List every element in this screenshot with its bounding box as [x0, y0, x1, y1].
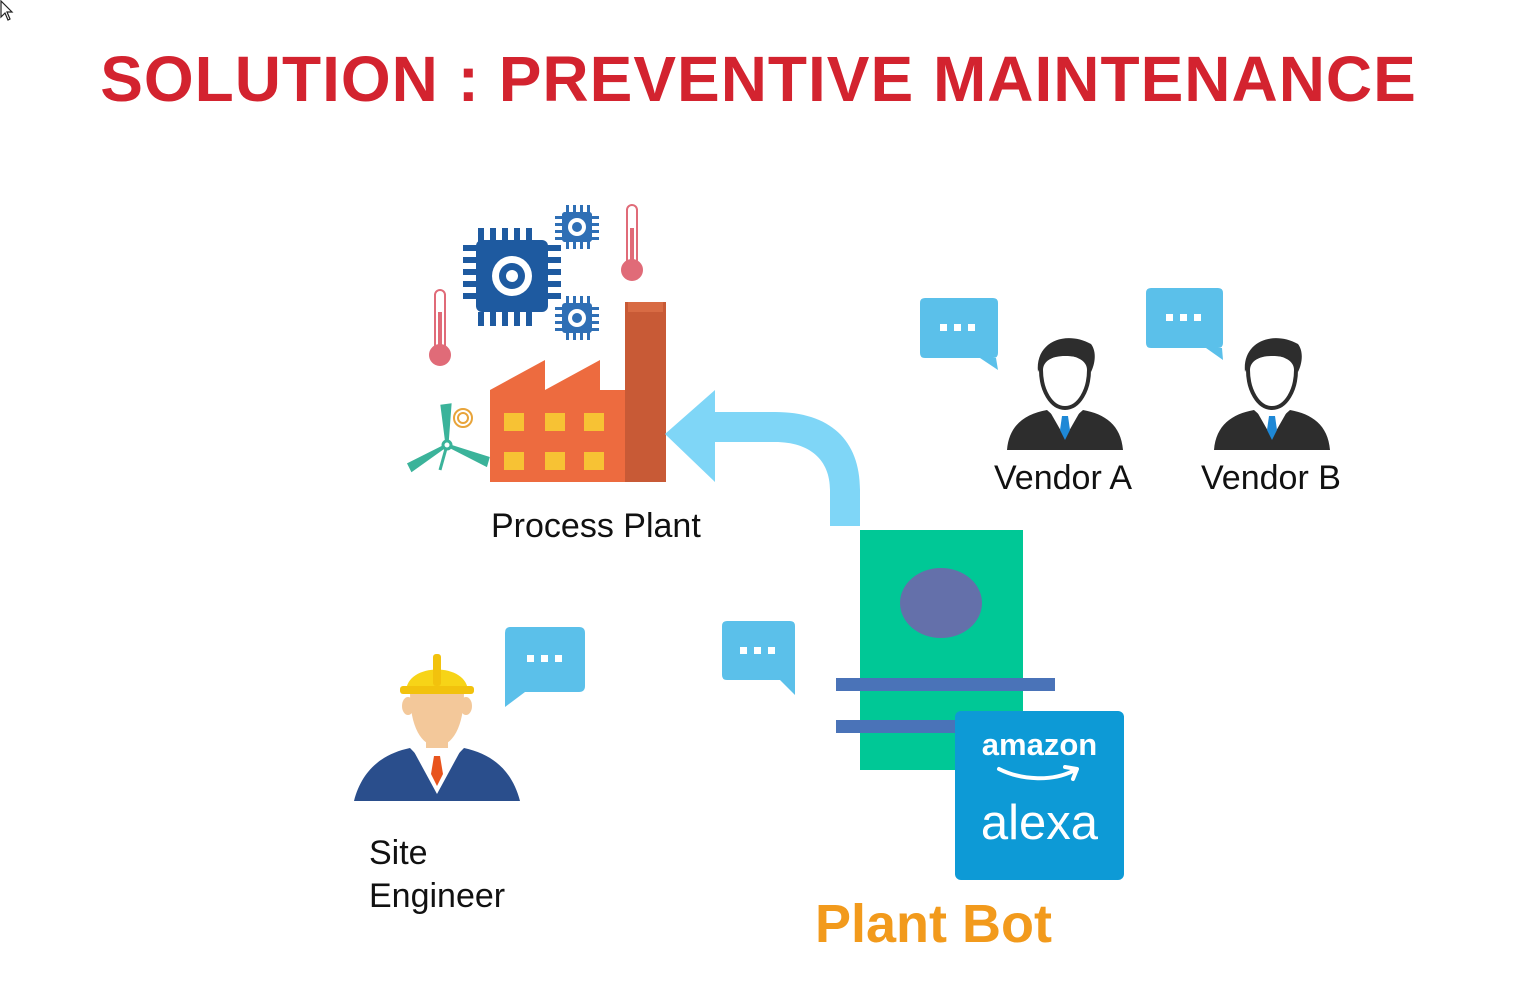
arrow-to-plant: [665, 390, 860, 526]
robot-icon: [836, 530, 1055, 770]
chip-icon: [555, 205, 599, 249]
cursor-icon: [0, 0, 14, 21]
page-title: SOLUTION : PREVENTIVE MAINTENANCE: [100, 43, 1417, 115]
thermometer-icon: [621, 204, 643, 281]
chip-icon: [463, 228, 561, 326]
site-engineer-label-line1: Site: [369, 834, 428, 872]
thermometer-icon: [429, 289, 451, 366]
vendor-a-label: Vendor A: [994, 459, 1133, 497]
alexa-logo-alexa-text: alexa: [980, 796, 1099, 850]
amazon-smile-icon: [997, 765, 1079, 781]
chat-bubble-icon: [722, 621, 795, 695]
engineer-avatar-icon: [354, 654, 520, 801]
vendor-avatar-icon: [1007, 338, 1123, 450]
chat-bubble-icon: [1146, 288, 1223, 360]
alexa-logo: amazon alexa: [955, 711, 1124, 880]
chat-bubble-icon: [505, 627, 585, 707]
wind-turbine-icon: [406, 403, 490, 473]
site-engineer-label-line2: Engineer: [369, 877, 506, 915]
vendor-avatar-icon: [1214, 338, 1330, 450]
alexa-logo-amazon-text: amazon: [981, 727, 1098, 762]
chat-bubble-icon: [920, 298, 998, 370]
plant-bot-label: Plant Bot: [815, 894, 1052, 954]
factory-icon: [490, 302, 666, 482]
process-plant-illustration: [406, 204, 666, 482]
chip-icon: [555, 296, 599, 340]
vendor-b-label: Vendor B: [1201, 459, 1341, 497]
process-plant-label: Process Plant: [491, 507, 701, 545]
